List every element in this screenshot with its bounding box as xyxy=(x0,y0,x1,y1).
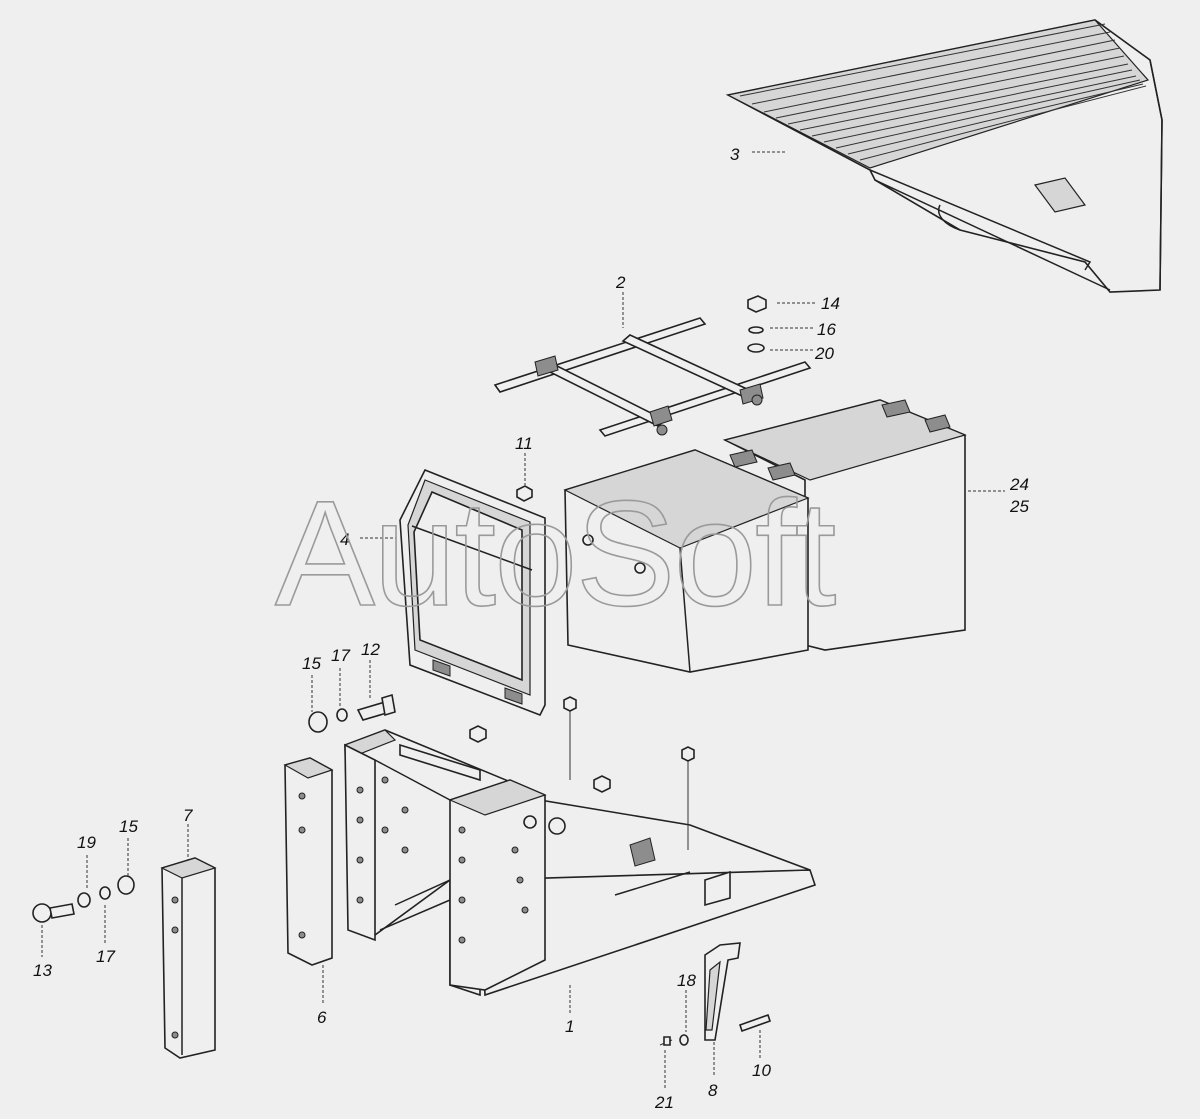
callout-19: 19 xyxy=(77,833,96,852)
callout-10: 10 xyxy=(752,1061,771,1080)
part-8-handle xyxy=(704,942,741,1041)
leader-lines xyxy=(41,151,1005,1090)
callout-20: 20 xyxy=(814,344,834,363)
callout-15-upper: 15 xyxy=(302,654,321,673)
callout-21: 21 xyxy=(654,1093,674,1112)
callout-11: 11 xyxy=(515,434,533,453)
part-4-cover-frame xyxy=(399,468,546,717)
nut-washer-stack xyxy=(747,295,767,353)
callout-1: 1 xyxy=(565,1017,574,1036)
part-3-step-cover xyxy=(725,19,1163,293)
callout-3: 3 xyxy=(730,145,740,164)
callout-17-upper: 17 xyxy=(331,646,350,665)
callout-8: 8 xyxy=(708,1081,718,1100)
callout-12: 12 xyxy=(361,640,380,659)
part-7-channel xyxy=(160,857,217,1059)
callout-24: 24 xyxy=(1009,475,1029,494)
callout-labels: 3 2 14 16 20 11 24 25 4 15 17 12 7 15 19… xyxy=(33,145,1029,1112)
callout-18: 18 xyxy=(677,971,696,990)
part-10-pin xyxy=(738,1013,772,1033)
bolt-set-lower xyxy=(32,875,135,923)
callout-4: 4 xyxy=(340,530,349,549)
callout-25: 25 xyxy=(1009,497,1029,516)
bolt-set-upper xyxy=(308,693,396,733)
part-2-clamp-frame xyxy=(493,317,812,437)
battery-front xyxy=(563,449,810,673)
callout-15-lower: 15 xyxy=(119,817,138,836)
callout-14: 14 xyxy=(821,294,840,313)
part-1-battery-tray xyxy=(343,696,817,997)
watermark-text: AutoSoft xyxy=(275,469,836,637)
callout-7: 7 xyxy=(183,806,193,825)
callout-2: 2 xyxy=(615,273,626,292)
callout-13: 13 xyxy=(33,961,52,980)
callout-17-lower: 17 xyxy=(96,947,115,966)
part-11-nut xyxy=(516,485,533,502)
callout-16: 16 xyxy=(817,320,836,339)
part-6-plate xyxy=(283,757,334,966)
callout-6: 6 xyxy=(317,1008,327,1027)
part-18-21-fasteners xyxy=(659,1034,689,1046)
